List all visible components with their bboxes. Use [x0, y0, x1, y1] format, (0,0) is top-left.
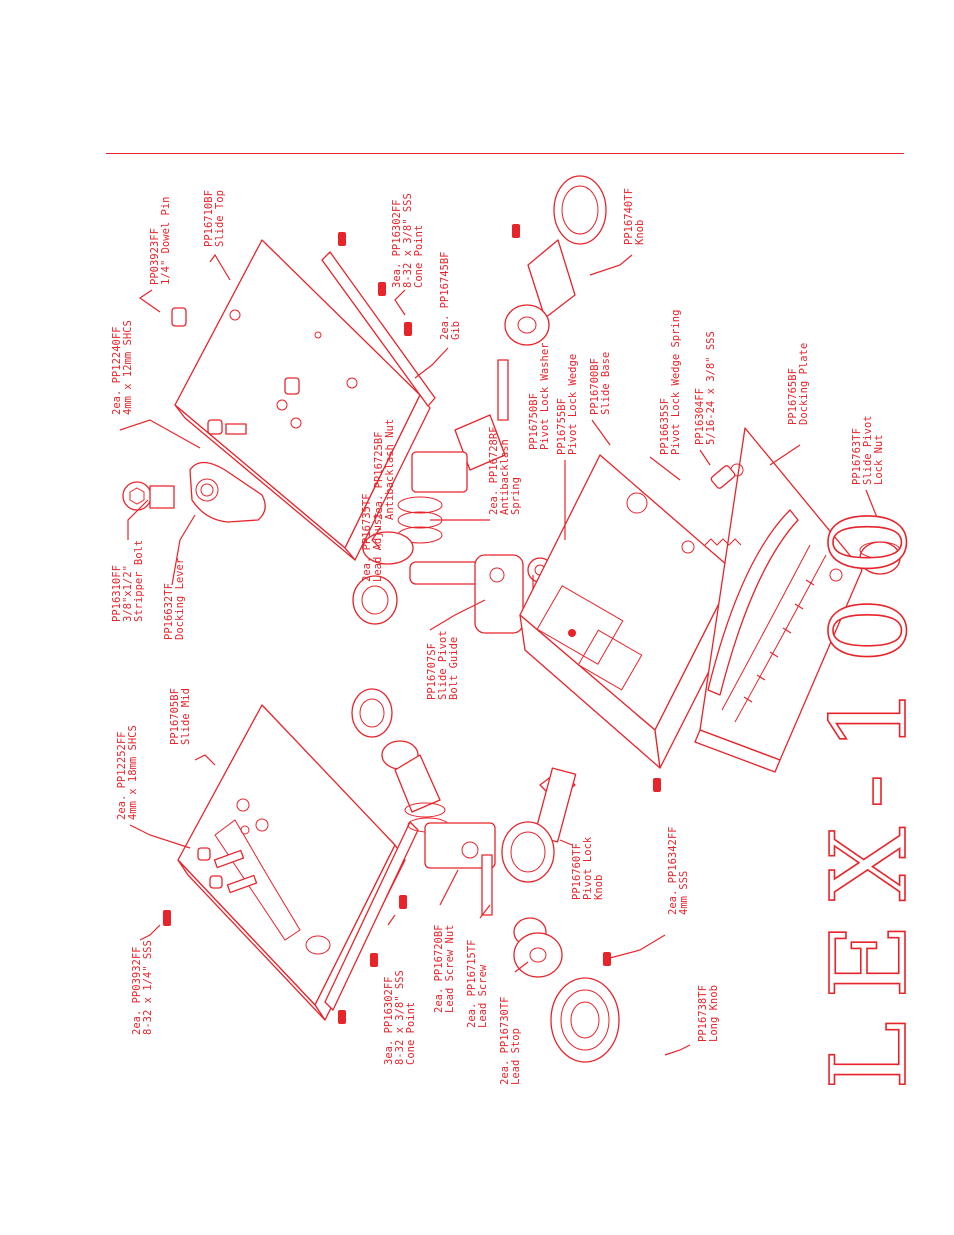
label-lead-adjust: 2ea. PP16735TFLead Adjust — [361, 493, 384, 582]
label-gib: 2ea. PP16745BFGib — [439, 251, 462, 340]
label-slide-base: PP16700BFSlide Base — [589, 352, 612, 415]
label-pivot-lock-wedge: PP16755BFPivot Lock Wedge — [556, 354, 579, 455]
label-bolt-guide: PP16707SFSlide PivotBolt Guide — [426, 630, 460, 700]
label-lead-screw-nut: 2ea. PP16720BFLead Screw Nut — [433, 924, 456, 1013]
label-wedge-spring: PP16635SFPivot Lock Wedge Spring — [659, 310, 682, 455]
label-slide-pivot-lock-nut: PP16763TFSlide PivotLock Nut — [851, 415, 885, 485]
label-lead-screw: 2ea. PP16715TFLead Screw — [466, 939, 489, 1028]
leader-lines — [119, 253, 881, 1056]
label-long-knob: PP16738TFLong Knob — [697, 985, 720, 1042]
label-sss-cone-point-top: 3ea. PP16302FF8-32 x 3/8" SSSCone Point — [391, 193, 425, 288]
label-slide-mid: PP16705BFSlide Mid — [169, 688, 192, 745]
label-sss-cone-point-lower: 3ea. PP16302FF8-32 x 3/8" SSSCone Point — [383, 970, 417, 1065]
label-pivot-lock-washer: PP16750BFPivot Lock Washer — [528, 343, 551, 450]
label-lead-stop: 2ea. PP16730TFLead Stop — [499, 996, 522, 1085]
slide-pivot-lock-nut-drawing — [859, 541, 901, 575]
label-docking-lever: PP16632TFDocking Lever — [163, 558, 186, 640]
long-knob-drawing — [550, 977, 620, 1063]
label-docking-plate: PP16765BFDocking Plate — [787, 343, 810, 425]
docking-plate-drawing — [694, 427, 863, 773]
gib-top-drawing — [321, 251, 436, 407]
label-4mm-sss: 2ea. PP16342FF4mm SSS — [667, 826, 690, 915]
label-shcs-18mm: 2ea. PP12252FF4mm x 18mm SHCS — [116, 725, 139, 820]
header-rule — [106, 153, 904, 154]
label-pivot-lock-knob: PP16760TFPivot LockKnob — [571, 836, 605, 900]
slide-mid-drawing — [177, 704, 406, 1021]
label-slide-top: PP16710BFSlide Top — [203, 190, 226, 247]
label-dowel-pin: PP03923FF1/4" Dowel Pin — [149, 196, 172, 285]
label-shcs-12mm: 2ea. PP12240FF4mm x 12mm SHCS — [111, 320, 134, 415]
product-title: LEX-100 — [808, 487, 930, 1090]
docking-lever-drawing — [189, 461, 266, 523]
pivot-lock-knob-drawing — [501, 767, 577, 883]
parts-drawing — [122, 175, 901, 1063]
label-antibacklash-spring: 2ea. PP16728RFAntibacklashSpring — [488, 426, 522, 515]
slide-top-fasteners-drawing — [171, 224, 520, 435]
wedge-spring-drawing — [704, 465, 742, 546]
part-labels: PP16310FF3/8"x1/2"Stripper Bolt PP16632T… — [111, 188, 885, 1085]
slide-mid-fasteners-drawing — [163, 778, 661, 1024]
label-stripper-bolt: PP16310FF3/8"x1/2"Stripper Bolt — [111, 540, 145, 622]
top-lead-screw-drawing — [352, 359, 509, 625]
gib-lower-drawing — [324, 821, 419, 1011]
label-sss-1-4: 2ea. PP03932FF8-32 x 1/4" SSS — [131, 940, 154, 1035]
lead-stop-drawing — [513, 917, 563, 978]
stripper-bolt-drawing — [122, 481, 175, 511]
slide-top-drawing — [174, 239, 431, 561]
lower-lead-screw-drawing — [351, 688, 496, 916]
label-knob: PP16740TFKnob — [623, 188, 646, 245]
label-sss-5-16: PP16304FF5/16-24 x 3/8" SSS — [694, 331, 717, 445]
knob-drawing — [504, 175, 607, 346]
label-antibacklash-nut: 2ea. PP16725BFAntibacklash Nut — [373, 419, 396, 520]
